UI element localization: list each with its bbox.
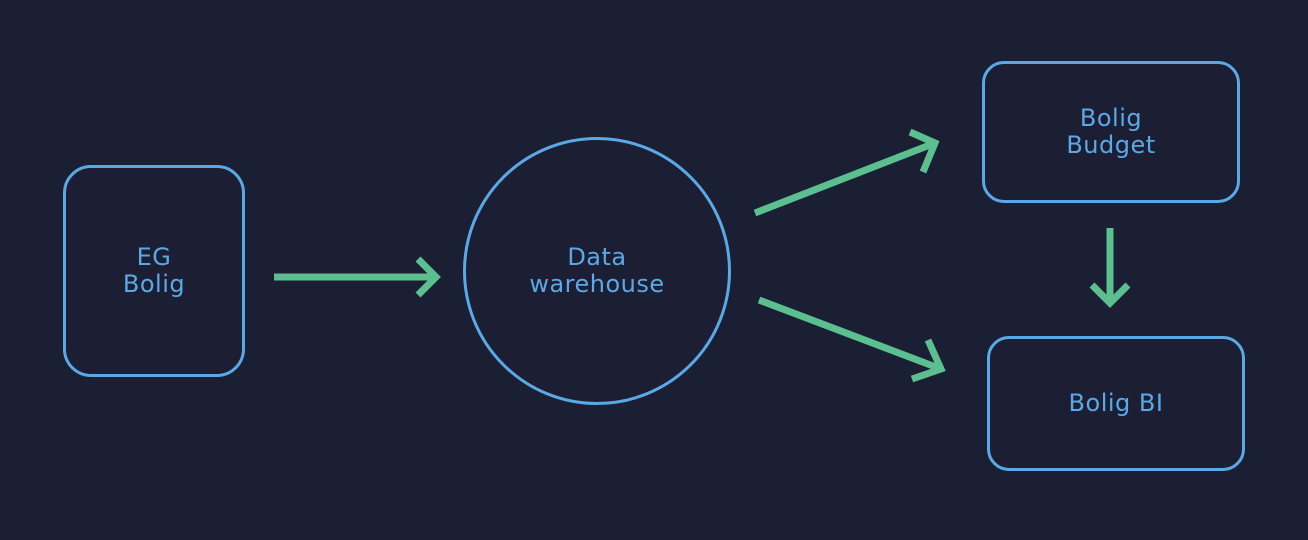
arrow-budget-to-bi — [1089, 228, 1131, 308]
node-eg-bolig: EG Bolig — [63, 165, 245, 377]
node-bolig-budget-label: Bolig Budget — [1066, 104, 1156, 159]
node-bolig-budget: Bolig Budget — [982, 61, 1240, 203]
node-bolig-bi-label: Bolig BI — [1068, 389, 1164, 417]
arrow-dw-to-budget — [753, 128, 940, 217]
arrow-eg-to-dw — [274, 256, 441, 298]
node-eg-bolig-label: EG Bolig — [122, 243, 186, 298]
arrow-dw-to-bi — [757, 296, 946, 383]
node-data-warehouse: Data warehouse — [463, 137, 731, 405]
node-bolig-bi: Bolig BI — [987, 336, 1245, 471]
node-data-warehouse-label: Data warehouse — [529, 243, 665, 298]
